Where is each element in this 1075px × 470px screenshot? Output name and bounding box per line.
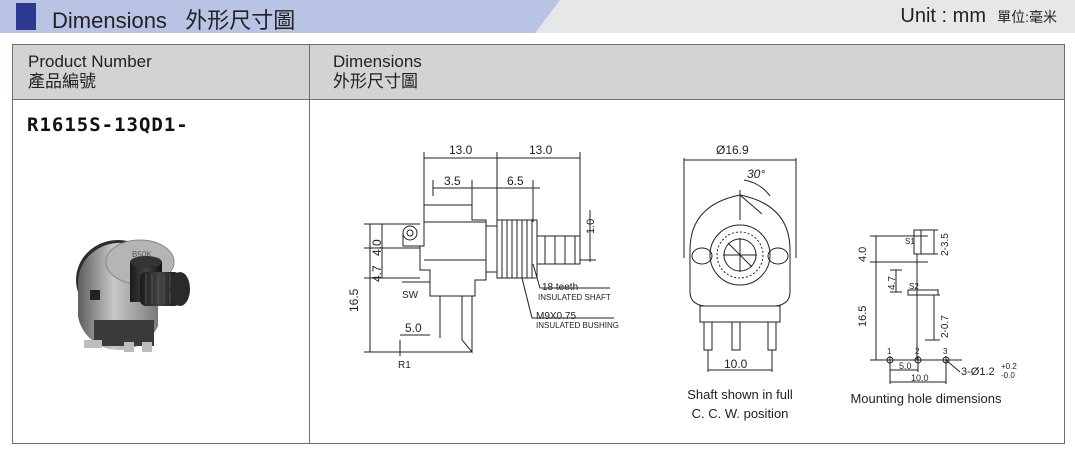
product-number: R1615S-13QD1-	[27, 114, 189, 136]
table-header	[13, 45, 1064, 100]
top-bar: Dimensions 外形尺寸圖 Unit : mm 單位:毫米	[0, 0, 1075, 33]
section-title: Dimensions 外形尺寸圖	[52, 8, 296, 33]
column-divider	[309, 45, 310, 443]
mounting-hole-caption: Mounting hole dimensions	[850, 391, 1002, 406]
unit-label: Unit : mm 單位:毫米	[900, 5, 1057, 27]
front-view-caption: Shaft shown in full C. C. W. position	[687, 387, 793, 421]
header-band	[0, 0, 560, 33]
header-accent-block	[16, 3, 36, 30]
